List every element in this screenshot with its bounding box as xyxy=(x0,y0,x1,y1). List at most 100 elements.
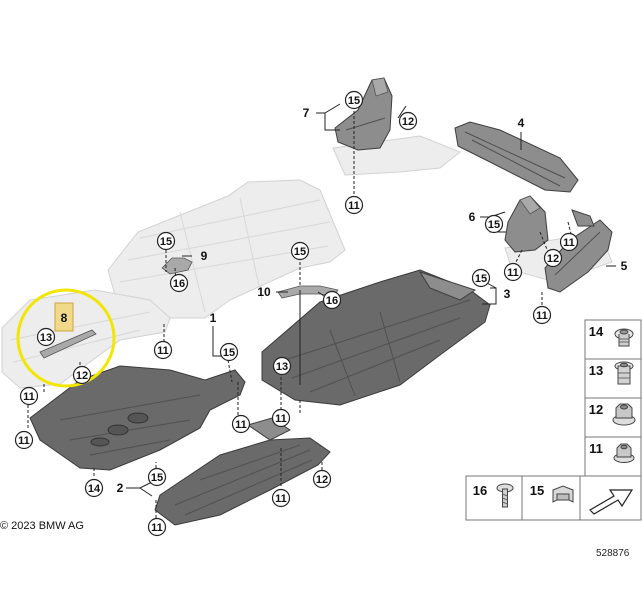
callout-number: 11 xyxy=(157,345,169,357)
callout-number: 12 xyxy=(76,370,88,382)
part-label-3: 3 xyxy=(504,287,511,301)
part-labels: 7 4 6 5 3 9 10 1 2 xyxy=(117,106,628,495)
callout-11: 11 xyxy=(147,517,167,537)
callout-circle xyxy=(14,430,34,450)
callout-15: 15 xyxy=(147,467,167,487)
part-label-10: 10 xyxy=(257,285,271,299)
part-7-bracket xyxy=(334,77,393,151)
part-label-6: 6 xyxy=(469,210,476,224)
callout-11: 11 xyxy=(153,340,173,360)
callout-circle xyxy=(312,469,332,489)
callout-number: 15 xyxy=(488,219,500,231)
part-3-underbody-panel xyxy=(261,269,491,406)
callout-number: 11 xyxy=(275,413,287,425)
part-4-trim-panel xyxy=(454,121,579,193)
callout-15: 15 xyxy=(290,241,310,261)
highlight-circle xyxy=(16,288,116,388)
callout-15: 15 xyxy=(219,342,239,362)
callout-circle xyxy=(532,305,552,325)
part-6-bracket xyxy=(504,195,549,253)
callout-number: 14 xyxy=(88,483,101,495)
callout-12: 12 xyxy=(543,248,563,268)
callout-number: 15 xyxy=(294,246,306,258)
legend-num-16: 16 xyxy=(473,483,487,498)
callout-circle xyxy=(231,414,251,434)
part-5-trim-panel xyxy=(544,209,613,293)
callout-number: 11 xyxy=(536,310,548,322)
flange-nut-icon xyxy=(613,443,635,463)
callout-number: 15 xyxy=(223,347,235,359)
clip-nut-icon xyxy=(552,485,574,503)
callout-number: 12 xyxy=(316,474,328,486)
callout-circle xyxy=(72,365,92,385)
callout-number: 13 xyxy=(40,332,52,344)
callout-circle xyxy=(543,248,563,268)
part-label-4: 4 xyxy=(518,116,525,130)
callout-11: 11 xyxy=(271,488,291,508)
part-label-7: 7 xyxy=(303,106,310,120)
callout-circle xyxy=(484,214,504,234)
part-label-9: 9 xyxy=(201,249,208,263)
callout-circle xyxy=(322,290,342,310)
callout-12: 12 xyxy=(312,469,332,489)
legend-num-12: 12 xyxy=(589,402,603,417)
hex-collar-nut-icon xyxy=(612,403,636,426)
callout-11: 11 xyxy=(532,305,552,325)
highlight-label-box xyxy=(54,302,74,332)
screw-icon xyxy=(496,483,514,508)
highlight-label: 8 xyxy=(61,311,68,325)
callout-number: 15 xyxy=(475,273,487,285)
callout-15: 15 xyxy=(156,231,176,251)
callout-circle xyxy=(344,195,364,215)
part-label-2: 2 xyxy=(117,481,124,495)
callout-number: 11 xyxy=(235,419,247,431)
callout-circle xyxy=(84,478,104,498)
callout-number: 11 xyxy=(18,435,30,447)
callout-number: 13 xyxy=(276,361,288,373)
legend-num-13: 13 xyxy=(589,363,603,378)
callout-circle xyxy=(344,90,364,110)
callout-circle xyxy=(147,467,167,487)
callout-circle xyxy=(156,231,176,251)
callout-circle xyxy=(290,241,310,261)
callout-circle xyxy=(398,111,418,131)
callout-15: 15 xyxy=(484,214,504,234)
callout-circle xyxy=(19,386,39,406)
callout-11: 11 xyxy=(503,262,523,282)
callout-15: 15 xyxy=(471,268,491,288)
callout-11: 11 xyxy=(14,430,34,450)
part-label-1: 1 xyxy=(210,311,217,325)
legend-num-14: 14 xyxy=(589,324,604,339)
callout-circle xyxy=(147,517,167,537)
callout-number: 11 xyxy=(151,522,163,534)
callout-number: 16 xyxy=(326,295,338,307)
callout-number: 15 xyxy=(160,236,172,248)
highlight-part-8[interactable]: 8 xyxy=(16,288,116,388)
expanding-nut-icon xyxy=(614,361,634,385)
callout-11: 11 xyxy=(559,232,579,252)
callout-number: 11 xyxy=(348,200,360,212)
legend-num-15: 15 xyxy=(530,483,544,498)
callout-14: 14 xyxy=(84,478,104,498)
callout-circle xyxy=(503,262,523,282)
callout-11: 11 xyxy=(19,386,39,406)
reference-number: 528876 xyxy=(596,548,630,559)
callout-13: 13 xyxy=(272,356,292,376)
callout-number: 16 xyxy=(173,278,185,290)
nut-with-washer-icon xyxy=(614,328,634,347)
callout-circle xyxy=(272,356,292,376)
part-1-underbody-panel xyxy=(29,365,246,471)
callout-11: 11 xyxy=(344,195,364,215)
callout-number: 11 xyxy=(507,267,519,279)
callout-circle xyxy=(219,342,239,362)
orientation-arrow-icon xyxy=(589,489,634,515)
part-label-5: 5 xyxy=(621,259,628,273)
part-9-bracket xyxy=(161,257,193,275)
callout-16: 16 xyxy=(169,273,189,293)
callout-12: 12 xyxy=(72,365,92,385)
callout-13: 13 xyxy=(36,327,56,347)
callout-circle xyxy=(559,232,579,252)
callout-15: 15 xyxy=(344,90,364,110)
callout-11: 11 xyxy=(231,414,251,434)
callout-circle xyxy=(169,273,189,293)
